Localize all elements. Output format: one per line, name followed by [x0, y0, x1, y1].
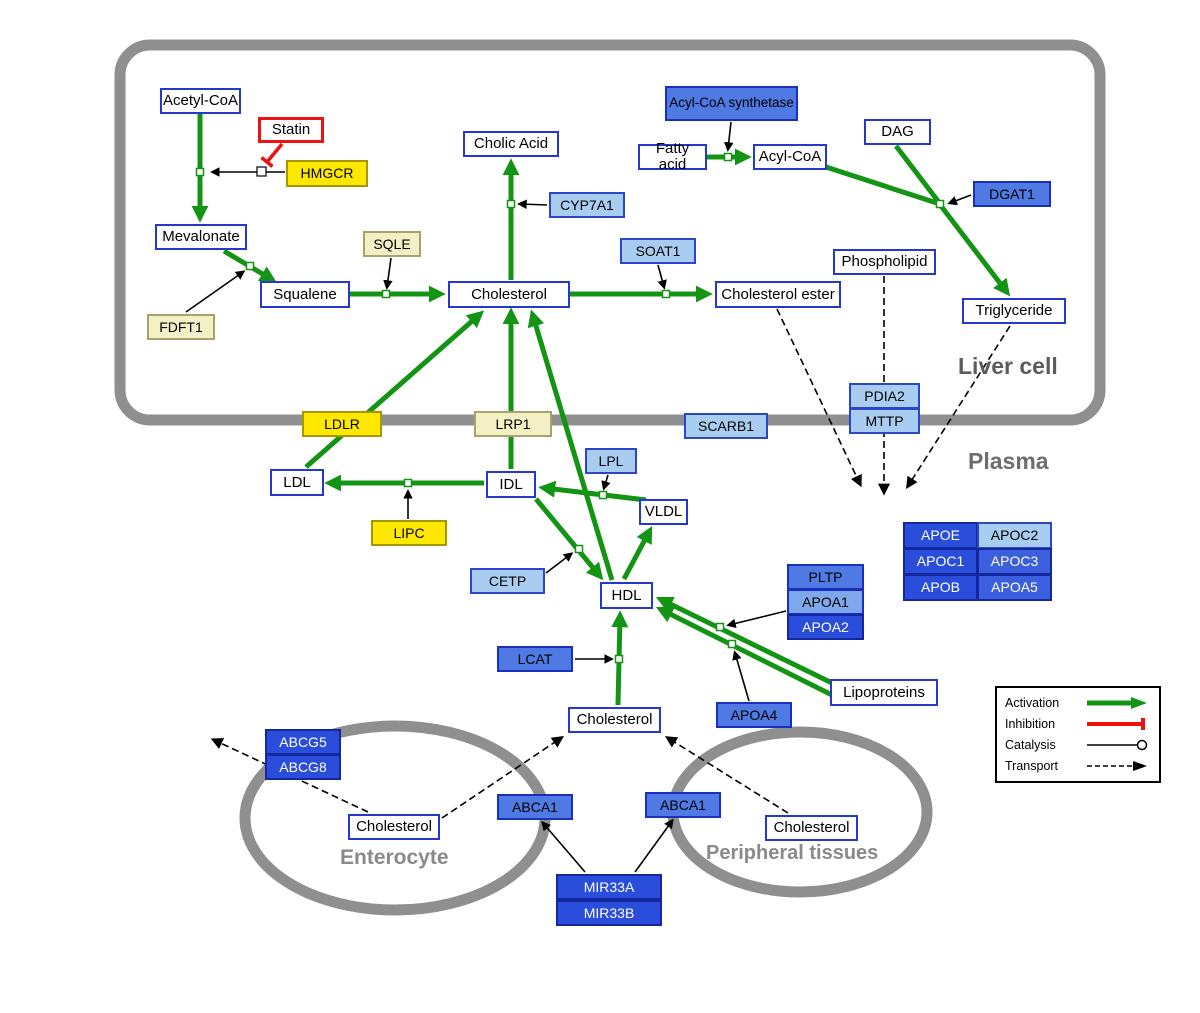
node-scarb1[interactable]: SCARB1	[684, 413, 768, 439]
node-abca1-enterocyte[interactable]: ABCA1	[497, 794, 573, 820]
liver-cell-membrane	[114, 39, 1106, 426]
node-dgat1[interactable]: DGAT1	[973, 181, 1051, 207]
legend-transport-label: Transport	[1005, 759, 1059, 773]
transport-dashed-arrow-icon	[1087, 761, 1147, 771]
legend-catalysis-label: Catalysis	[1005, 738, 1056, 752]
node-hmgcr[interactable]: HMGCR	[286, 160, 368, 187]
legend-row-inhibition: Inhibition	[1005, 717, 1151, 731]
inhibition-target-square	[256, 166, 267, 177]
node-ldl[interactable]: LDL	[270, 469, 324, 496]
liver-cell-label: Liver cell	[958, 353, 1058, 379]
node-apoa5[interactable]: APOA5	[977, 574, 1052, 601]
node-apoa2[interactable]: APOA2	[787, 614, 864, 640]
inhibition-edge	[260, 142, 284, 168]
node-cholesterol-ester[interactable]: Cholesterol ester	[715, 281, 841, 308]
node-cetp[interactable]: CETP	[470, 568, 545, 594]
node-apoe[interactable]: APOE	[903, 522, 978, 549]
node-lpl[interactable]: LPL	[585, 448, 637, 474]
node-apoc2[interactable]: APOC2	[977, 522, 1052, 549]
node-vldl[interactable]: VLDL	[639, 499, 688, 525]
legend-activation-label: Activation	[1005, 696, 1060, 710]
node-fatty-acid[interactable]: Fatty acid	[638, 141, 707, 172]
node-apoc3[interactable]: APOC3	[977, 548, 1052, 575]
node-lcat[interactable]: LCAT	[497, 646, 573, 672]
node-cholesterol-plasma[interactable]: Cholesterol	[568, 707, 661, 733]
node-apoa4[interactable]: APOA4	[716, 702, 792, 728]
membranes	[114, 39, 1106, 916]
legend-row-activation: Activation	[1005, 696, 1151, 710]
catalysis-port-squares	[195, 152, 945, 664]
node-pdia2[interactable]: PDIA2	[849, 383, 920, 409]
node-apoa1[interactable]: APOA1	[787, 589, 864, 615]
node-statin[interactable]: Statin	[258, 117, 324, 143]
peripheral-tissues-label: Peripheral tissues	[706, 842, 879, 864]
legend-row-transport: Transport	[1005, 759, 1151, 773]
node-mir33b[interactable]: MIR33B	[556, 900, 662, 926]
node-triglyceride[interactable]: Triglyceride	[962, 298, 1066, 324]
activation-arrow-icon	[1087, 697, 1147, 709]
node-cholesterol-enterocyte[interactable]: Cholesterol	[348, 814, 440, 840]
inhibition-tee-icon	[1087, 718, 1145, 730]
catalysis-circle-icon	[1087, 739, 1148, 751]
node-sqle[interactable]: SQLE	[363, 231, 421, 257]
legend-row-catalysis: Catalysis	[1005, 738, 1151, 752]
node-dag[interactable]: DAG	[864, 119, 931, 145]
transport-edges	[210, 276, 1011, 819]
node-abcg5[interactable]: ABCG5	[265, 729, 341, 755]
node-hdl[interactable]: HDL	[600, 582, 653, 609]
node-acyl-coa[interactable]: Acyl-CoA	[753, 144, 827, 170]
node-lipc[interactable]: LIPC	[371, 520, 447, 546]
node-mttp[interactable]: MTTP	[849, 408, 920, 434]
node-lipoproteins[interactable]: Lipoproteins	[830, 679, 938, 706]
node-acyl-coa-synthetase[interactable]: Acyl-CoA synthetase	[665, 86, 798, 121]
node-cholic-acid[interactable]: Cholic Acid	[463, 131, 559, 157]
node-phospholipid[interactable]: Phospholipid	[833, 249, 936, 275]
catalysis-edges	[185, 121, 972, 873]
node-ldlr[interactable]: LDLR	[302, 411, 382, 437]
node-cholesterol-liver[interactable]: Cholesterol	[448, 281, 570, 308]
node-apob[interactable]: APOB	[903, 574, 978, 601]
node-apoc1[interactable]: APOC1	[903, 548, 978, 575]
node-idl[interactable]: IDL	[486, 471, 536, 498]
node-squalene[interactable]: Squalene	[260, 281, 350, 308]
legend: Activation Inhibition Catalysis Transpor…	[995, 686, 1161, 783]
node-abca1-peripheral[interactable]: ABCA1	[645, 792, 721, 818]
node-mevalonate[interactable]: Mevalonate	[155, 224, 247, 250]
node-abcg8[interactable]: ABCG8	[265, 754, 341, 780]
node-acetyl-coa[interactable]: Acetyl-CoA	[160, 88, 241, 114]
node-cholesterol-peripheral[interactable]: Cholesterol	[765, 815, 858, 841]
activation-edges	[191, 114, 1011, 706]
enterocyte-label: Enterocyte	[340, 846, 449, 869]
node-cyp7a1[interactable]: CYP7A1	[549, 192, 625, 218]
node-soat1[interactable]: SOAT1	[620, 238, 696, 264]
legend-inhibition-label: Inhibition	[1005, 717, 1056, 731]
plasma-label: Plasma	[968, 448, 1049, 474]
node-fdft1[interactable]: FDFT1	[147, 314, 215, 340]
node-mir33a[interactable]: MIR33A	[556, 874, 662, 900]
node-lrp1[interactable]: LRP1	[474, 411, 552, 437]
node-pltp[interactable]: PLTP	[787, 564, 864, 590]
